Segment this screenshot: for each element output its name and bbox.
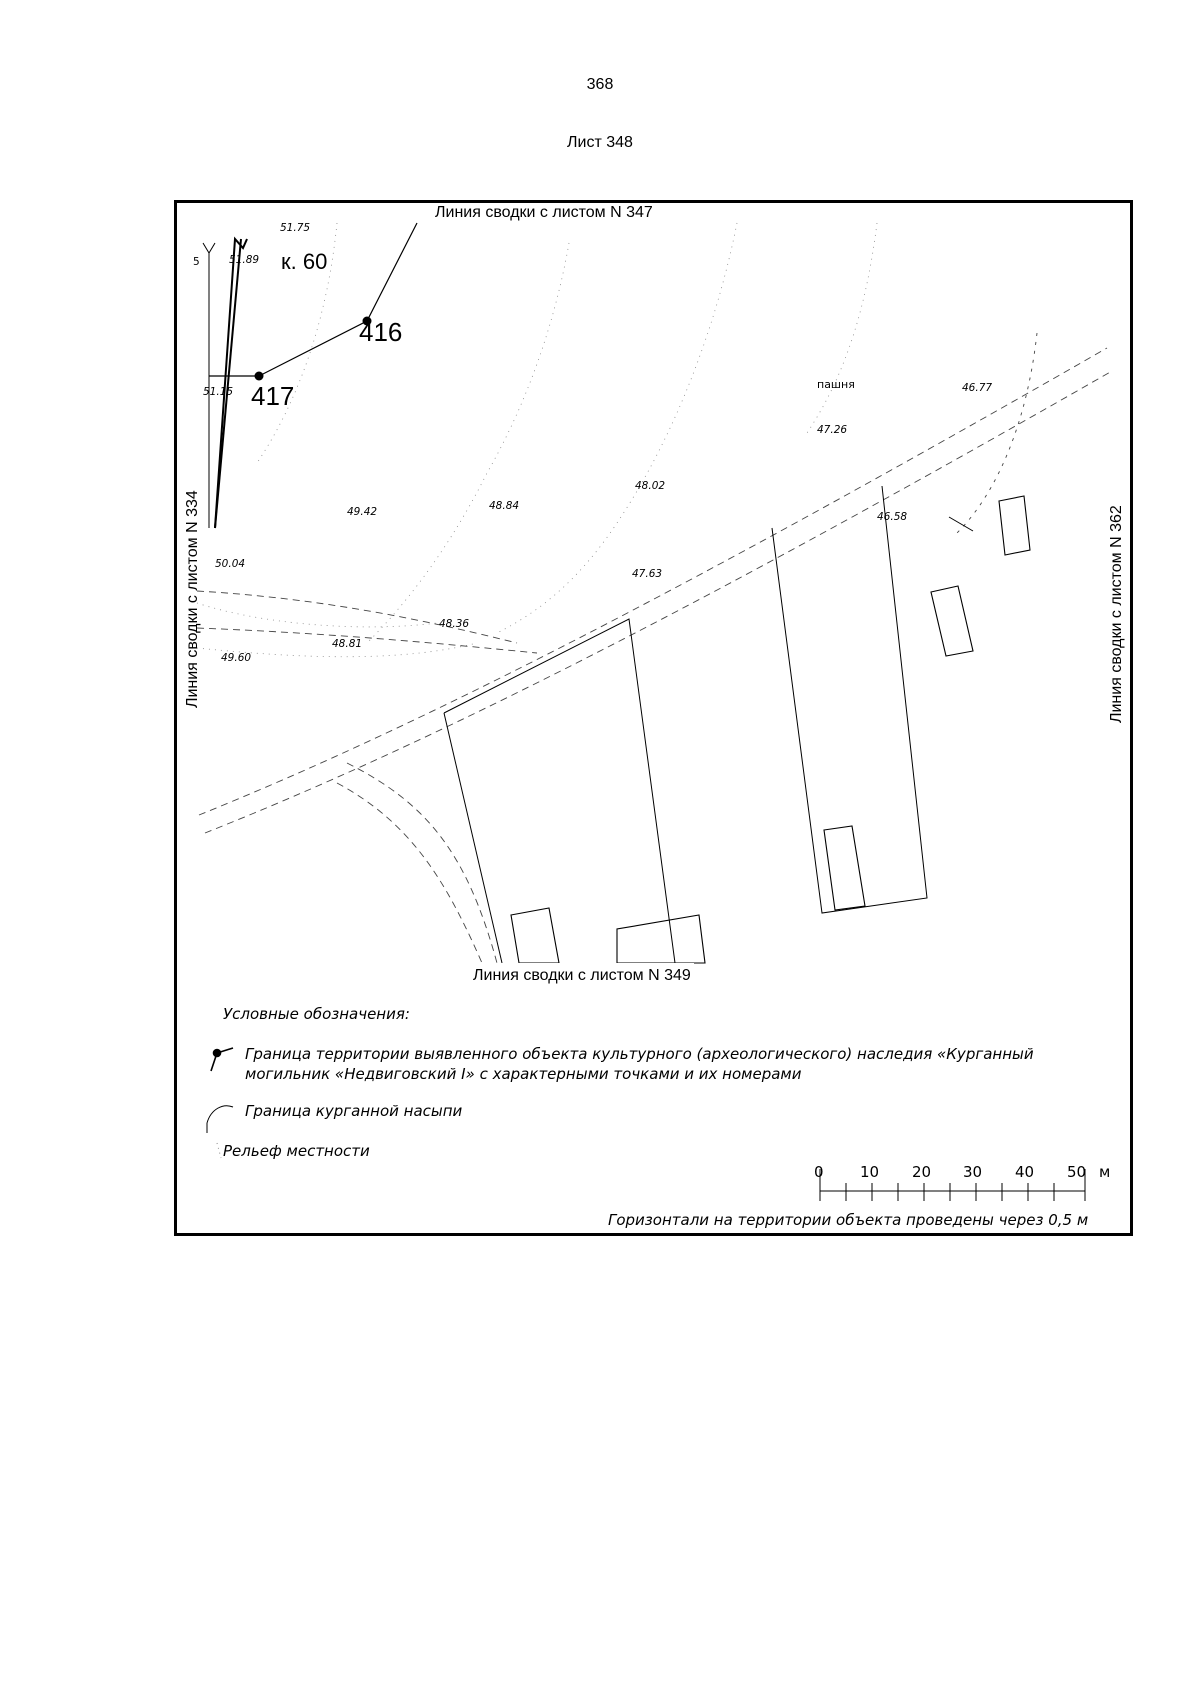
- scale-tick-30: 30: [963, 1163, 982, 1181]
- kurgan-axis: [202, 242, 216, 528]
- legend-item-2: Граница курганной насыпи: [245, 1102, 463, 1120]
- adjoin-bottom-bg: [452, 963, 694, 985]
- sheet-title: Лист 348: [567, 134, 633, 151]
- boundary-point-416: [362, 316, 372, 326]
- kurgan-label: к. 60: [281, 249, 327, 274]
- elevation-mark: 46.77: [962, 382, 992, 394]
- boundary-point-icon: [210, 1047, 234, 1072]
- parcels: [443, 485, 974, 964]
- building: [616, 914, 706, 964]
- elevation-mark: 47.63: [632, 568, 662, 580]
- map-canvas: 416 417 к. 60 5 51.75 51.89 51.15 50.04 …: [184, 203, 1125, 1229]
- adjoin-left-label: Линия сводки с листом N 334: [184, 490, 201, 708]
- building: [930, 585, 974, 657]
- building: [998, 495, 1031, 556]
- kurgan-mound: [214, 236, 248, 529]
- scale-tick-10: 10: [860, 1163, 879, 1181]
- elevation-marks: 51.75 51.89 51.15 50.04 49.42 48.84 48.0…: [203, 222, 992, 664]
- field-label: пашня: [817, 378, 855, 391]
- relief-icon: [216, 1142, 222, 1159]
- elevation-mark: 47.26: [817, 424, 847, 436]
- page-number: 368: [586, 76, 614, 93]
- elevation-mark: 49.42: [347, 506, 377, 518]
- boundary-point-417: [254, 371, 264, 381]
- scale-bar: [819, 1169, 1086, 1201]
- legend-item-3: Рельеф местности: [223, 1142, 370, 1160]
- map-frame: 416 417 к. 60 5 51.75 51.89 51.15 50.04 …: [174, 200, 1133, 1236]
- elevation-mark: 50.04: [215, 558, 245, 570]
- elevation-mark: 48.36: [439, 618, 469, 630]
- legend-title: Условные обозначения:: [223, 1005, 410, 1023]
- building: [823, 825, 866, 911]
- adjoin-top-label: Линия сводки с листом N 347: [435, 204, 653, 221]
- relief-contours: [196, 222, 878, 658]
- elevation-mark: 51.15: [203, 386, 233, 398]
- adjoin-bottom-label: Линия сводки с листом N 349: [473, 967, 691, 984]
- elevation-mark: 48.84: [489, 500, 519, 512]
- scale-tick-20: 20: [912, 1163, 931, 1181]
- scale-tick-0: 0: [814, 1163, 824, 1181]
- adjoin-right-label: Линия сводки с листом N 362: [1108, 505, 1125, 723]
- scale-tick-40: 40: [1015, 1163, 1034, 1181]
- legend: Условные обозначения: Граница территории…: [206, 1005, 1110, 1229]
- elevation-mark: 48.81: [332, 638, 362, 650]
- elevation-mark: 49.60: [221, 652, 251, 664]
- scale-tick-50: 50: [1067, 1163, 1086, 1181]
- boundary-point-416-label: 416: [359, 317, 402, 347]
- boundary-point-417-label: 417: [251, 381, 294, 411]
- elevation-mark: 51.89: [229, 254, 259, 266]
- mound-boundary-icon: [206, 1105, 234, 1133]
- legend-item-1-line1: Граница территории выявленного объекта к…: [245, 1045, 1034, 1063]
- scale-unit: м: [1099, 1163, 1110, 1181]
- contour-note: Горизонтали на территории объекта провед…: [608, 1211, 1088, 1229]
- elevation-mark: 46.58: [877, 511, 907, 523]
- elevation-mark: 51.75: [280, 222, 310, 234]
- small-mark: 5: [193, 256, 200, 268]
- road: [196, 332, 1113, 964]
- buildings: [510, 495, 1031, 964]
- adjoin-top-bg: [425, 203, 673, 221]
- building: [510, 907, 560, 964]
- elevation-mark: 48.02: [635, 480, 665, 492]
- legend-item-1-line2: могильник «Недвиговский I» с характерным…: [245, 1065, 802, 1083]
